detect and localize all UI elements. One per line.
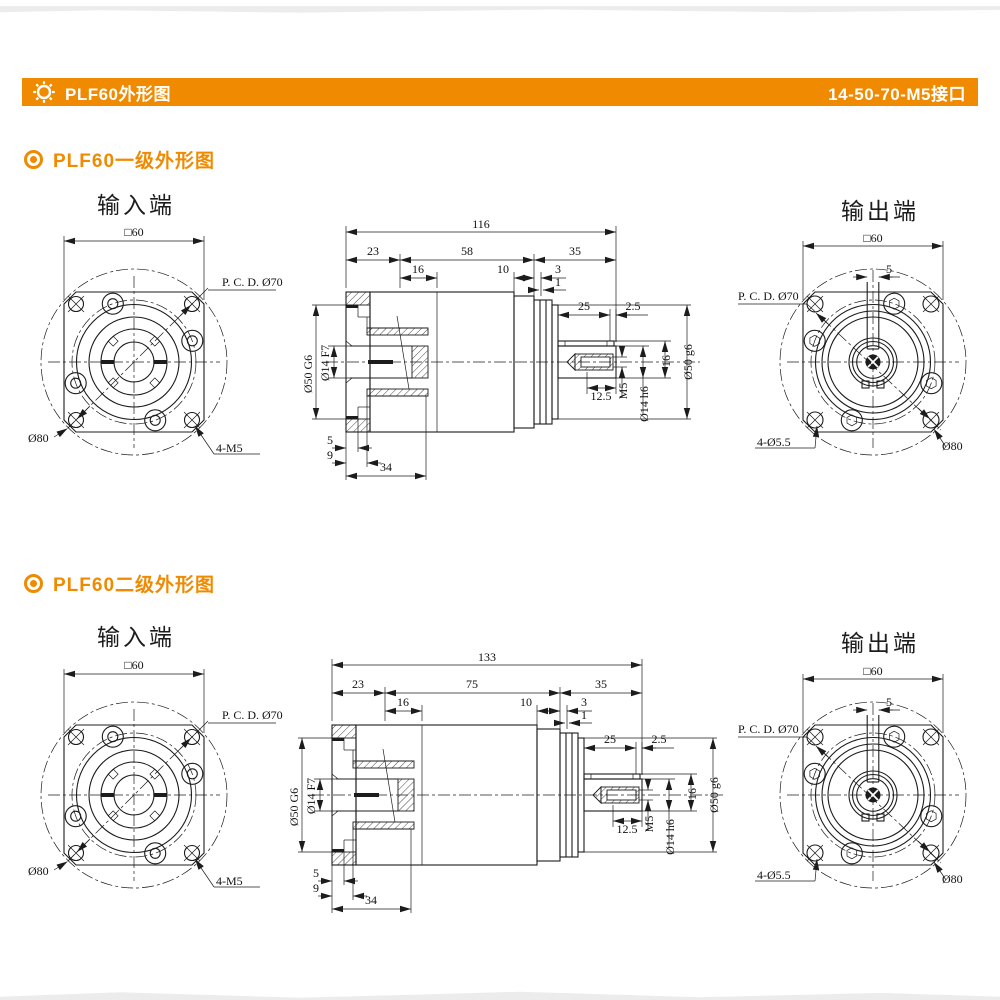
dim-square-output: □60 xyxy=(863,664,882,678)
dim-10: 10 xyxy=(520,695,532,709)
page-edge-artifact-top xyxy=(0,6,1000,13)
dim-10: 10 xyxy=(497,262,509,276)
dim-pcd-output: P. C. D. Ø70 xyxy=(738,289,799,303)
dim-3: 3 xyxy=(555,262,561,276)
section1-title: PLF60一级外形图 xyxy=(53,151,216,172)
dim-pcd-output: P. C. D. Ø70 xyxy=(738,722,799,736)
dim-flange-dia-input: Ø80 xyxy=(28,431,49,445)
section1-input-end-view xyxy=(41,236,276,455)
dim-square-input: □60 xyxy=(124,658,143,672)
section-bullet-icon xyxy=(24,574,43,593)
dim-mount-holes-output: 4-Ø5.5 xyxy=(757,868,791,882)
section2-title-row: PLF60二级外形图 xyxy=(24,570,215,597)
dim-pilot-in: Ø50 G6 xyxy=(301,355,315,393)
section2-title: PLF60二级外形图 xyxy=(53,575,216,596)
section-bullet-icon xyxy=(24,150,43,169)
dim-mount-holes-output: 4-Ø5.5 xyxy=(757,435,791,449)
header-bar: PLF60外形图 14-50-70-M5接口 xyxy=(22,78,978,106)
section2-input-end-label: 输入端 xyxy=(97,625,175,650)
dim-seg-mid: 58 xyxy=(461,244,473,258)
dim-5: 5 xyxy=(313,866,319,880)
dim-3: 3 xyxy=(581,695,587,709)
section1-dimension-texts: 116 23 58 35 16 10 3 1 25 2.5 12.5 M5 Ø1… xyxy=(28,217,963,474)
section1-side-view xyxy=(326,291,700,433)
section2-side-view xyxy=(312,724,726,866)
dim-seg-rear: 35 xyxy=(569,244,581,258)
dim-5: 5 xyxy=(327,433,333,447)
dim-34: 34 xyxy=(380,460,392,474)
section2-dimension-texts: 133 23 75 35 16 10 3 1 25 2.5 12.5 M5 Ø1… xyxy=(28,650,963,907)
dim-12-5: 12.5 xyxy=(617,822,638,836)
dim-key-height: 16 xyxy=(659,355,673,367)
dim-1: 1 xyxy=(555,275,561,289)
dim-pilot-out: Ø50 g6 xyxy=(707,777,721,813)
dim-shaft-dia: Ø14 h6 xyxy=(637,386,651,422)
dim-square-output: □60 xyxy=(863,231,882,245)
dim-pcd-input: P. C. D. Ø70 xyxy=(222,708,283,722)
section2-drawing: 133 23 75 35 16 10 3 1 25 2.5 12.5 M5 Ø1… xyxy=(28,650,966,913)
dim-mount-holes-input: 4-M5 xyxy=(216,441,243,455)
dim-flange-dia-output: Ø80 xyxy=(942,439,963,453)
dim-34: 34 xyxy=(365,893,377,907)
dim-seg-front: 23 xyxy=(367,244,379,258)
dim-seg-mid: 75 xyxy=(466,677,478,691)
section2-output-end-view xyxy=(738,674,966,888)
dim-9: 9 xyxy=(313,881,319,895)
dim-2-5: 2.5 xyxy=(652,732,667,746)
dim-9: 9 xyxy=(327,448,333,462)
dim-2-5: 2.5 xyxy=(626,299,641,313)
dim-12-5: 12.5 xyxy=(591,389,612,403)
dim-16: 16 xyxy=(412,262,424,276)
interface-spec-label: 14-50-70-M5接口 xyxy=(828,84,966,104)
dim-seg-front: 23 xyxy=(352,677,364,691)
dim-key-width-output: 5 xyxy=(886,262,892,276)
dim-16: 16 xyxy=(397,695,409,709)
dim-pcd-input: P. C. D. Ø70 xyxy=(222,275,283,289)
dim-overall-length: 116 xyxy=(472,217,490,231)
section1-title-row: PLF60一级外形图 xyxy=(24,146,215,173)
section1-drawing: 116 23 58 35 16 10 3 1 25 2.5 12.5 M5 Ø1… xyxy=(28,217,966,480)
dim-25: 25 xyxy=(604,732,616,746)
dim-pilot-out: Ø50 g6 xyxy=(681,344,695,380)
dim-1: 1 xyxy=(581,708,587,722)
section1-side-dimensions xyxy=(312,226,691,480)
dim-shaft-dia: Ø14 h6 xyxy=(663,819,677,855)
section1-output-end-view xyxy=(738,241,966,455)
page-title: PLF60外形图 xyxy=(65,84,172,104)
dim-seg-rear: 35 xyxy=(595,677,607,691)
dim-key-height: 16 xyxy=(685,788,699,800)
dim-bore-in: Ø14 F7 xyxy=(304,778,318,814)
dim-mount-holes-input: 4-M5 xyxy=(216,874,243,888)
section2-output-end-label: 输出端 xyxy=(841,631,919,656)
dim-25: 25 xyxy=(578,299,590,313)
section2-side-dimensions xyxy=(298,659,717,913)
dim-bore-in: Ø14 F7 xyxy=(318,345,332,381)
page-edge-artifact-bottom xyxy=(0,991,1000,1000)
section2-input-end-view xyxy=(41,669,276,888)
dim-tap-m5: M5 xyxy=(616,383,630,400)
section1-output-end-label: 输出端 xyxy=(841,199,919,224)
dim-flange-dia-input: Ø80 xyxy=(28,864,49,878)
section1-input-end-label: 输入端 xyxy=(97,193,175,218)
gear-icon xyxy=(33,81,55,103)
dim-key-width-output: 5 xyxy=(886,695,892,709)
dim-flange-dia-output: Ø80 xyxy=(942,872,963,886)
dim-tap-m5: M5 xyxy=(642,816,656,833)
dim-overall-length: 133 xyxy=(478,650,496,664)
dim-pilot-in: Ø50 G6 xyxy=(287,788,301,826)
dim-square-input: □60 xyxy=(124,225,143,239)
